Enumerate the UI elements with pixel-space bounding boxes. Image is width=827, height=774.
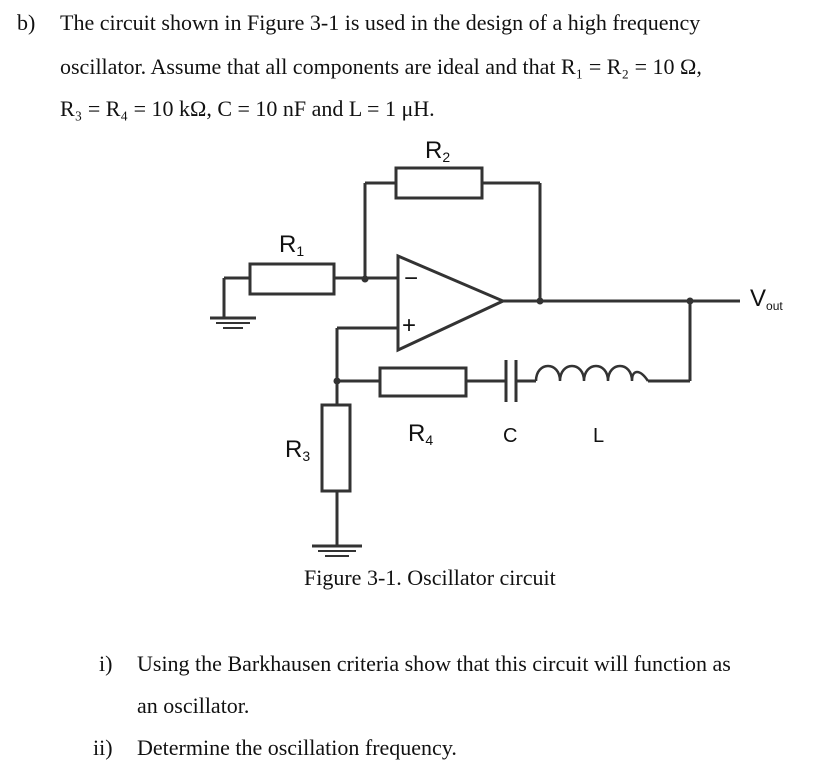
r4-label: R4 [408,420,434,448]
r2-label: R2 [425,137,451,165]
r2-resistor [394,166,484,200]
question-line-2: oscillator. Assume that all components a… [60,54,702,79]
r3-resistor [320,403,352,493]
node-non-inverting [333,377,341,385]
node-inverting [361,275,369,283]
figure-caption: Figure 3-1. Oscillator circuit [304,565,556,590]
part-i-line-2: an oscillator. [137,693,250,718]
part-i-line-1: Using the Barkhausen criteria show that … [137,651,731,676]
part-ii-label: ii) [93,735,113,760]
node-output [536,297,544,305]
inductor-label: L [593,425,605,447]
op-amp-minus-sign: − [404,265,419,292]
part-ii-line-1: Determine the oscillation frequency. [137,735,457,760]
capacitor-label: C [503,425,518,447]
question-label: b) [17,10,36,35]
r1-resistor [248,262,336,296]
r3-label: R3 [285,436,311,464]
part-i-label: i) [99,651,113,676]
node-vout [686,297,694,305]
question-line-3: R₃ = R₄ = 10 kΩ, C = 10 nF and L = 1 μH. [60,96,435,121]
vout-label: Vout [750,285,783,313]
inductor-coil [534,364,650,382]
op-amp-triangle [396,253,507,353]
r1-label: R1 [279,231,305,259]
op-amp-plus-sign: + [402,312,417,339]
question-line-1: The circuit shown in Figure 3-1 is used … [60,10,701,35]
r4-resistor [378,366,468,398]
